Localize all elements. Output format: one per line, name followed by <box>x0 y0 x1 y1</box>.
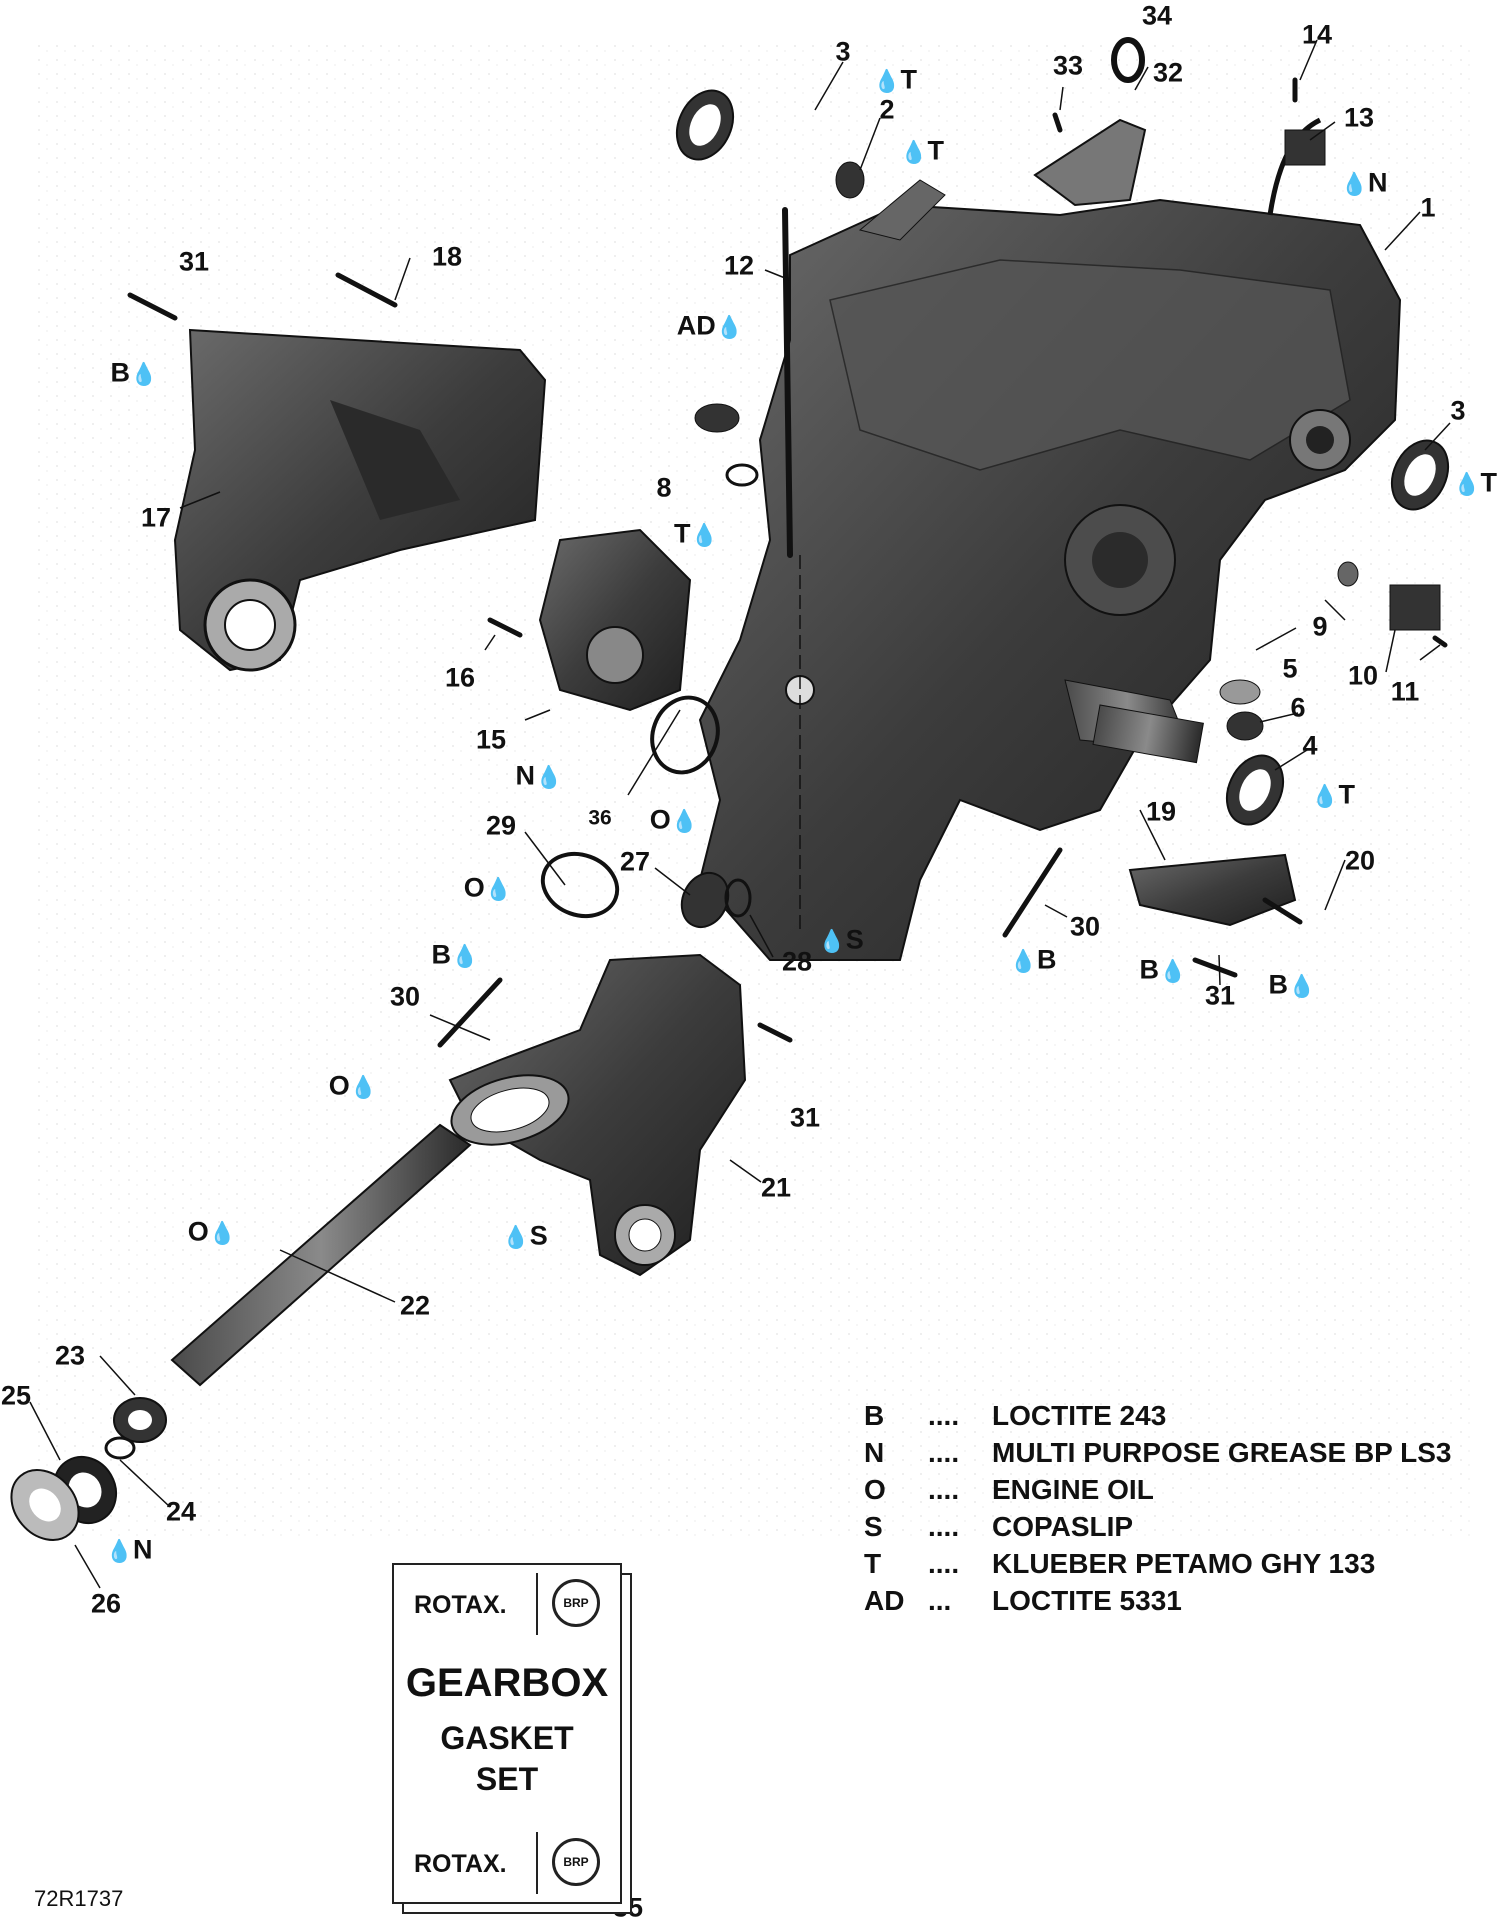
callout-18: 18 <box>431 241 463 272</box>
callout-23: 23 <box>54 1340 86 1371</box>
callout-28: 28 <box>781 946 813 977</box>
lubricant-code-n: 💧N <box>1340 167 1388 198</box>
lubricant-code-b: B💧 <box>1139 954 1187 985</box>
legend-row: S....COPASLIP <box>864 1511 1134 1542</box>
kit-subtitle-1: GASKET <box>440 1720 574 1756</box>
callout-6: 6 <box>1290 692 1306 723</box>
lubricant-code-o: O💧 <box>328 1070 378 1101</box>
bolts <box>127 77 1448 1048</box>
callout-34: 34 <box>1141 0 1173 31</box>
callout-31: 31 <box>789 1102 821 1133</box>
lubricant-code-s: 💧S <box>502 1220 548 1251</box>
legend-row: AD...LOCTITE 5331 <box>864 1585 1182 1616</box>
lubricant-code-b: B💧 <box>1268 969 1316 1000</box>
callout-30: 30 <box>1069 911 1101 942</box>
gasket-set-package: ROTAX. BRP GEARBOX GASKET SET ROTAX. BRP <box>392 1563 622 1904</box>
callout-36: 36 <box>588 806 612 830</box>
engine-mount-bracket <box>173 328 547 672</box>
brand-header: ROTAX. BRP <box>394 1565 620 1643</box>
lubricant-code-b: B💧 <box>431 939 479 970</box>
lubricant-code-t: 💧T <box>873 64 917 95</box>
callout-22: 22 <box>399 1290 431 1321</box>
callout-12: 12 <box>723 250 755 281</box>
legend-row: N....MULTI PURPOSE GREASE BP LS3 <box>864 1437 1452 1468</box>
output-housing <box>448 953 747 1277</box>
lubricant-code-t: 💧T <box>900 135 944 166</box>
callout-9: 9 <box>1312 611 1328 642</box>
callout-4: 4 <box>1302 730 1318 761</box>
callout-21: 21 <box>760 1172 792 1203</box>
callout-24: 24 <box>165 1496 197 1527</box>
lubricant-code-o: O💧 <box>649 804 699 835</box>
callout-8: 8 <box>656 472 672 503</box>
small-parts <box>540 37 1450 929</box>
brand-divider <box>536 1832 538 1894</box>
callout-3: 3 <box>835 36 851 67</box>
kit-title: GEARBOX <box>405 1661 609 1705</box>
callout-17: 17 <box>140 502 172 533</box>
brand-footer: ROTAX. BRP <box>394 1824 620 1902</box>
lubricant-code-n: 💧N <box>105 1534 153 1565</box>
callout-32: 32 <box>1152 57 1184 88</box>
lubricant-code-t: 💧T <box>1453 467 1497 498</box>
drawing-code: 72R1737 <box>34 1886 124 1911</box>
callout-33: 33 <box>1052 50 1084 81</box>
brand-name: ROTAX. <box>414 1850 507 1878</box>
callout-15: 15 <box>475 724 507 755</box>
callout-26: 26 <box>90 1588 122 1619</box>
lubricant-code-o: O💧 <box>463 872 513 903</box>
lubricant-code-ad: AD💧 <box>676 310 744 341</box>
brand-divider <box>536 1573 538 1635</box>
callout-27: 27 <box>619 846 651 877</box>
callout-30: 30 <box>389 981 421 1012</box>
callout-20: 20 <box>1344 845 1376 876</box>
gearbox-housing <box>698 117 1402 961</box>
callout-14: 14 <box>1301 19 1333 50</box>
callout-3: 3 <box>1450 395 1466 426</box>
leader-lines <box>29 39 1451 1589</box>
callout-1: 1 <box>1420 192 1436 223</box>
shaft-seals <box>10 1397 167 1541</box>
brp-logo-icon: BRP <box>552 1579 600 1627</box>
callout-5: 5 <box>1282 653 1298 684</box>
legend-row: T....KLUEBER PETAMO GHY 133 <box>864 1548 1376 1579</box>
callout-10: 10 <box>1347 660 1379 691</box>
callout-19: 19 <box>1145 796 1177 827</box>
shift-actuator <box>538 528 692 712</box>
lubricant-legend: B....LOCTITE 243 N....MULTI PURPOSE GREA… <box>864 1400 1451 1622</box>
callout-31: 31 <box>178 246 210 277</box>
callout-16: 16 <box>444 662 476 693</box>
lubricant-code-b: 💧B <box>1009 944 1057 975</box>
propeller-shaft <box>170 1123 472 1387</box>
legend-row: O....ENGINE OIL <box>864 1474 1154 1505</box>
lubricant-code-t: 💧T <box>1311 779 1355 810</box>
callout-25: 25 <box>0 1380 32 1411</box>
lubricant-code-b: B💧 <box>110 357 158 388</box>
callout-13: 13 <box>1343 102 1375 133</box>
lubricant-code-o: O💧 <box>187 1216 237 1247</box>
lubricant-code-n: N💧 <box>515 760 563 791</box>
callout-11: 11 <box>1390 676 1420 707</box>
brand-name: ROTAX. <box>414 1591 507 1619</box>
callout-2: 2 <box>879 94 895 125</box>
callout-29: 29 <box>485 810 517 841</box>
kit-subtitle-2: SET <box>475 1761 539 1797</box>
callout-31: 31 <box>1204 980 1236 1011</box>
mount-bracket-right <box>1128 853 1297 927</box>
legend-row: B....LOCTITE 243 <box>864 1400 1167 1431</box>
lubricant-code-s: 💧S <box>818 924 864 955</box>
brp-logo-icon: BRP <box>552 1838 600 1886</box>
lubricant-code-t: T💧 <box>674 518 718 549</box>
